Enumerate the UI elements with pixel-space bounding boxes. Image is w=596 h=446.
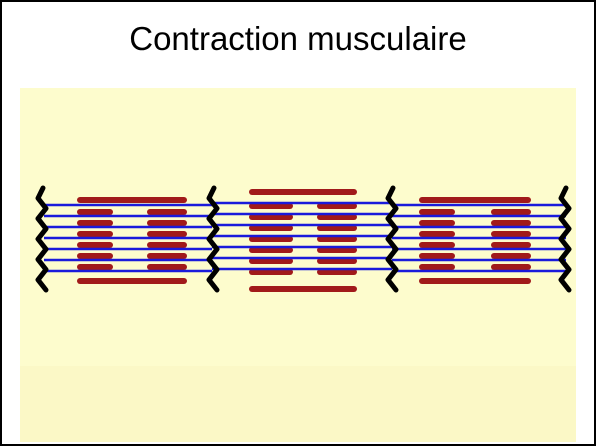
- z-disc: [209, 188, 217, 290]
- thin-filaments: [44, 203, 566, 271]
- thick-filaments: [80, 192, 528, 289]
